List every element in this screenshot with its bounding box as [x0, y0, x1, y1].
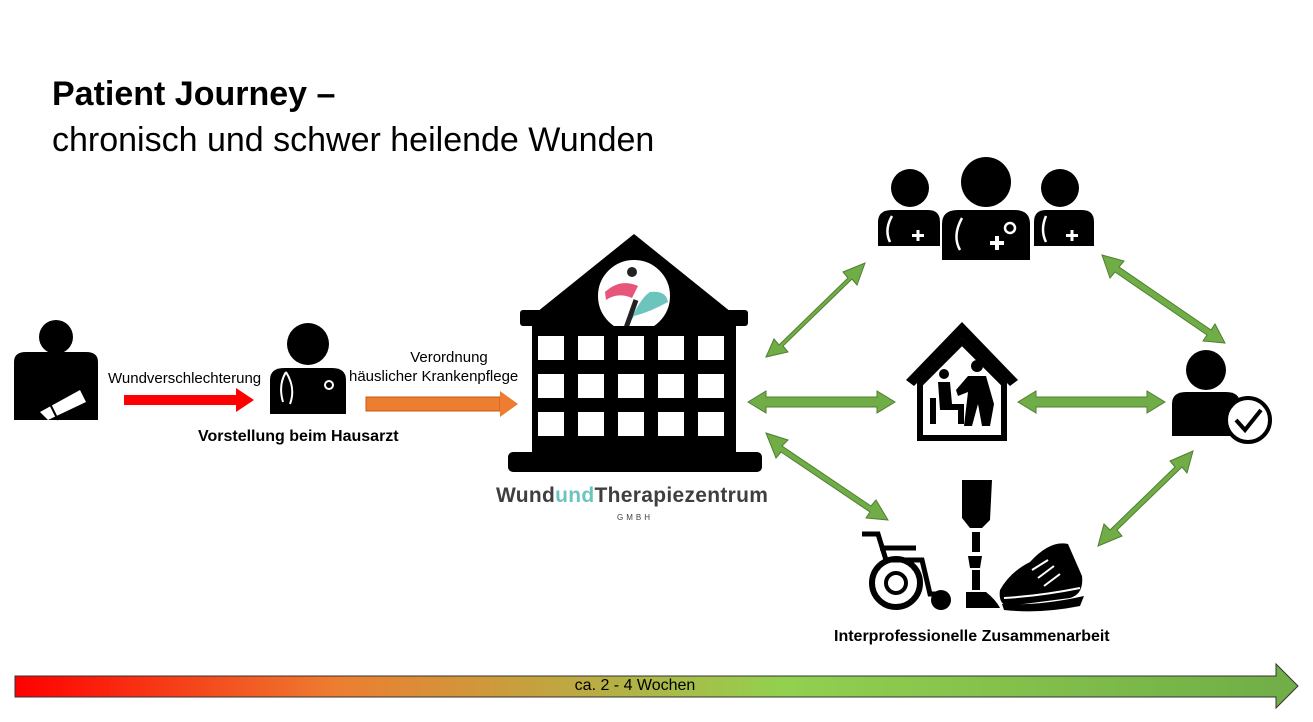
wound-center-building-icon: [508, 234, 762, 472]
page-subtitle: chronisch und schwer heilende Wunden: [52, 121, 655, 159]
label-verordnung-2: häuslicher Krankenpflege: [349, 368, 519, 385]
doctors-team-icon: [878, 157, 1094, 260]
home-care-icon: [906, 322, 1018, 441]
wheelchair-icon: [862, 531, 951, 610]
arrow-homecare-patient: [1017, 390, 1166, 414]
arrow-patient-aids: [1097, 450, 1194, 547]
brand-logo-text: WundundTherapiezentrum: [496, 484, 776, 508]
patient-wound-icon: [14, 320, 98, 421]
arrow-red: [124, 388, 254, 412]
brand-part-2: und: [555, 484, 595, 507]
label-vorstellung: Vorstellung beim Hausarzt: [198, 428, 399, 445]
prosthesis-icon: [962, 480, 1000, 608]
timeline-label: ca. 2 - 4 Wochen: [574, 677, 696, 694]
arrow-doctors-patient: [1101, 254, 1226, 344]
shoe-icon: [999, 543, 1084, 612]
arrow-building-doctors: [765, 262, 866, 358]
label-interprofessionell: Interprofessionelle Zusammenarbeit: [834, 628, 1110, 645]
patient-checked-icon: [1172, 350, 1272, 444]
arrow-building-homecare: [747, 390, 896, 414]
label-wundverschlechterung: Wundverschlechterung: [108, 370, 262, 387]
arrow-orange: [365, 391, 518, 417]
brand-part-3: Therapiezentrum: [594, 484, 769, 507]
timeline-arrow: [14, 662, 1299, 710]
doctor-icon: [270, 323, 346, 414]
brand-subline: GMBH: [617, 513, 653, 522]
brand-part-1: Wund: [496, 484, 556, 507]
arrow-building-aids: [765, 432, 889, 521]
label-verordnung-1: Verordnung: [410, 349, 488, 366]
page-title: Patient Journey –: [52, 75, 336, 113]
